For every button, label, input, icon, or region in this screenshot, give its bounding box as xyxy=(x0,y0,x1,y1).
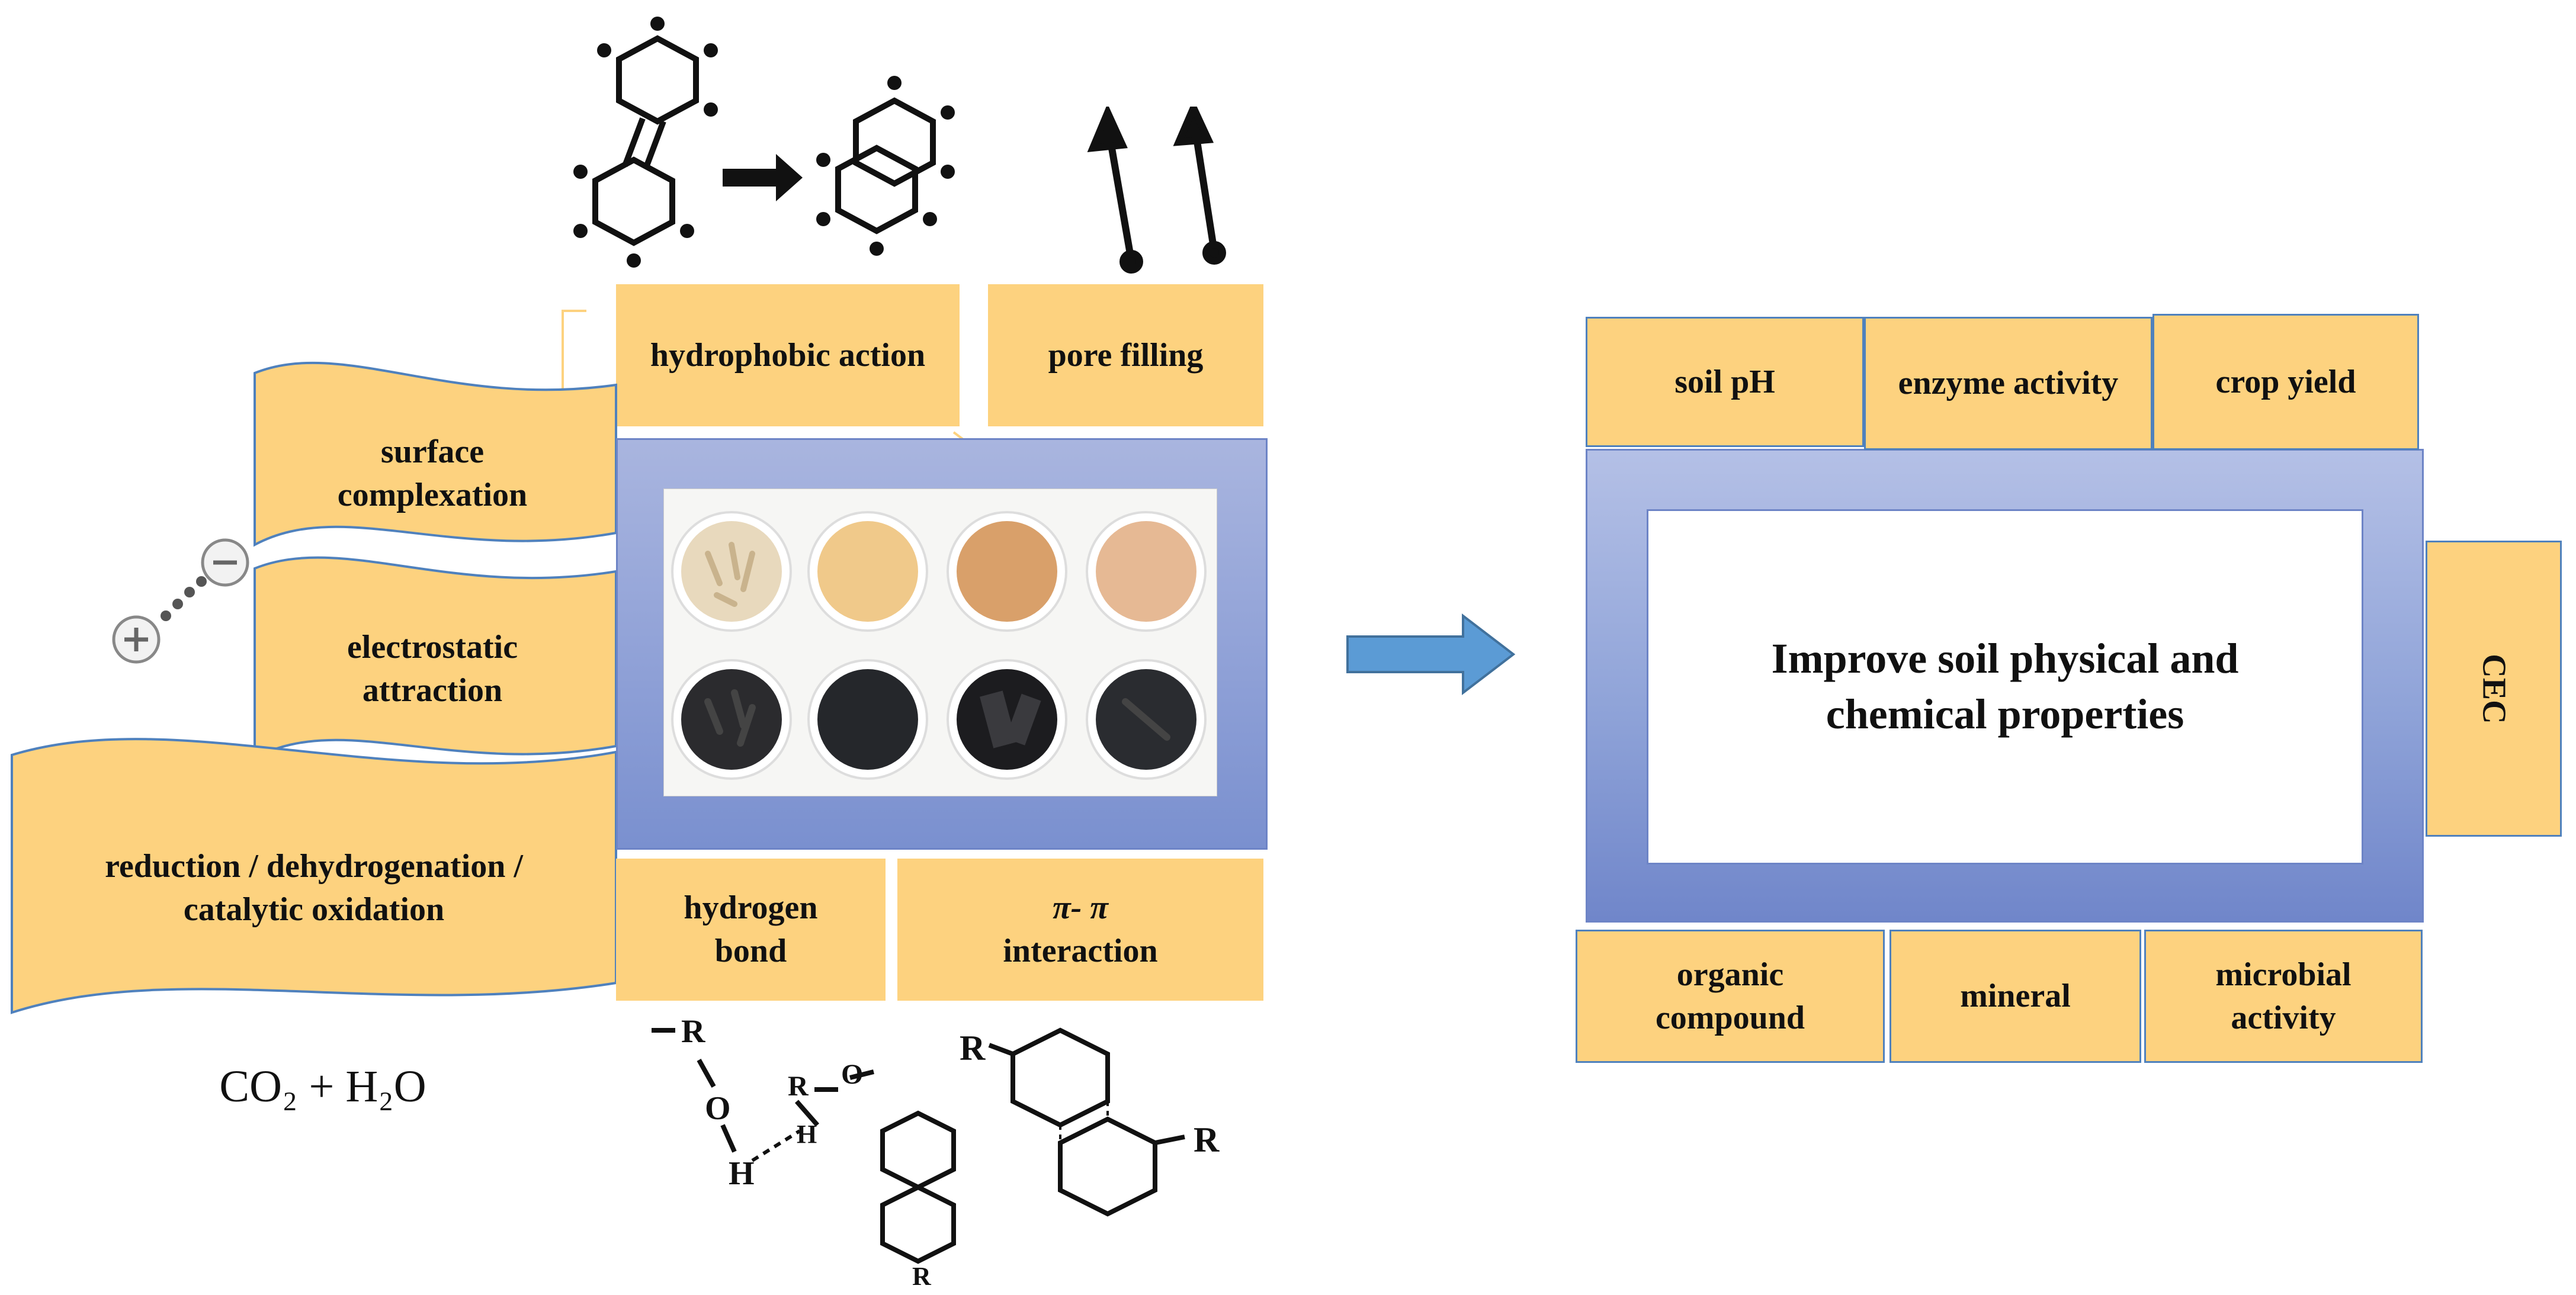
hbond-r-atom: R xyxy=(681,1013,705,1050)
pi-pi-structure-illustration: R R xyxy=(960,1027,1220,1217)
cec-label: CEC xyxy=(2475,653,2513,724)
plus-icon xyxy=(124,628,148,651)
pore-filling-arrows-illustration xyxy=(1087,107,1226,274)
center-line2: chemical properties xyxy=(1826,690,2184,738)
surface-complexation-text: surface complexation xyxy=(308,414,557,533)
hbond-r-atom-2: R xyxy=(788,1071,809,1102)
redox-text: reduction / dehydrogenation / catalytic … xyxy=(36,829,592,947)
surface-complexation-line1: surface xyxy=(380,433,485,471)
redox-line1: reduction / dehydrogenation / xyxy=(105,848,523,885)
hydrophobic-action-label: hydrophobic action xyxy=(650,336,926,374)
cec-box: CEC xyxy=(2426,541,2562,837)
hbond-h-atom: H xyxy=(729,1155,755,1192)
hydrogen-bond-line2: bond xyxy=(714,933,787,969)
electrostatic-attraction-text: electrostatic attraction xyxy=(308,610,557,728)
soil-ph-box: soil pH xyxy=(1586,317,1864,447)
microbial-activity-line2: activity xyxy=(2231,999,2336,1036)
redox-line2: catalytic oxidation xyxy=(183,891,445,928)
hbond-r-atom-3: R xyxy=(912,1262,932,1285)
soil-ph-label: soil pH xyxy=(1674,363,1775,400)
surface-complexation-line2: complexation xyxy=(337,477,528,513)
pore-filling-label: pore filling xyxy=(1048,336,1204,374)
enzyme-activity-label: enzyme activity xyxy=(1898,365,2119,402)
center-line1: Improve soil physical and xyxy=(1771,635,2239,683)
microbial-activity-line1: microbial xyxy=(2215,956,2352,993)
pi-pi-line1: π- π xyxy=(1053,889,1108,927)
hbond-o-atom: O xyxy=(705,1090,731,1127)
hydrogen-bond-structure-illustration: R O H R H O R xyxy=(652,1013,956,1285)
right-arrow-icon xyxy=(1346,613,1516,696)
ion-pair-illustration xyxy=(112,538,249,664)
mechanism-wave-banners xyxy=(11,361,617,1014)
organic-compound-line1: organic xyxy=(1676,956,1784,993)
pi-pi-r-atom-1: R xyxy=(960,1029,986,1068)
microbial-activity-box: microbial activity xyxy=(2144,930,2423,1063)
pi-pi-interaction-box: π- π interaction xyxy=(897,859,1263,1001)
biochar-samples-photo xyxy=(663,489,1217,796)
mineral-box: mineral xyxy=(1890,930,2141,1063)
electrostatic-attraction-line1: electrostatic xyxy=(347,629,518,666)
products-label: CO₂ + H₂O xyxy=(219,1061,426,1111)
hydrophobic-structure-illustration xyxy=(573,17,955,268)
pi-pi-r-atom-2: R xyxy=(1194,1120,1220,1159)
organic-compound-box: organic compound xyxy=(1576,930,1885,1063)
pi-pi-line2: interaction xyxy=(1003,933,1158,969)
raw-feedstock-cups xyxy=(671,511,1207,632)
pore-filling-box: pore filling xyxy=(988,284,1263,426)
mineral-label: mineral xyxy=(1960,978,2071,1015)
hbond-o-atom-2: O xyxy=(841,1059,863,1090)
crop-yield-box: crop yield xyxy=(2152,314,2419,450)
hydrogen-bond-line1: hydrogen xyxy=(684,889,818,927)
crop-yield-label: crop yield xyxy=(2215,363,2356,400)
organic-compound-line2: compound xyxy=(1655,999,1805,1036)
electrostatic-attraction-line2: attraction xyxy=(362,672,503,709)
hydrogen-bond-box: hydrogen bond xyxy=(616,859,886,1001)
hbond-h-atom-2: H xyxy=(797,1120,817,1149)
enzyme-activity-box: enzyme activity xyxy=(1864,317,2152,450)
hydrophobic-action-box: hydrophobic action xyxy=(616,284,960,426)
soil-properties-center: Improve soil physical and chemical prope… xyxy=(1647,509,2363,865)
